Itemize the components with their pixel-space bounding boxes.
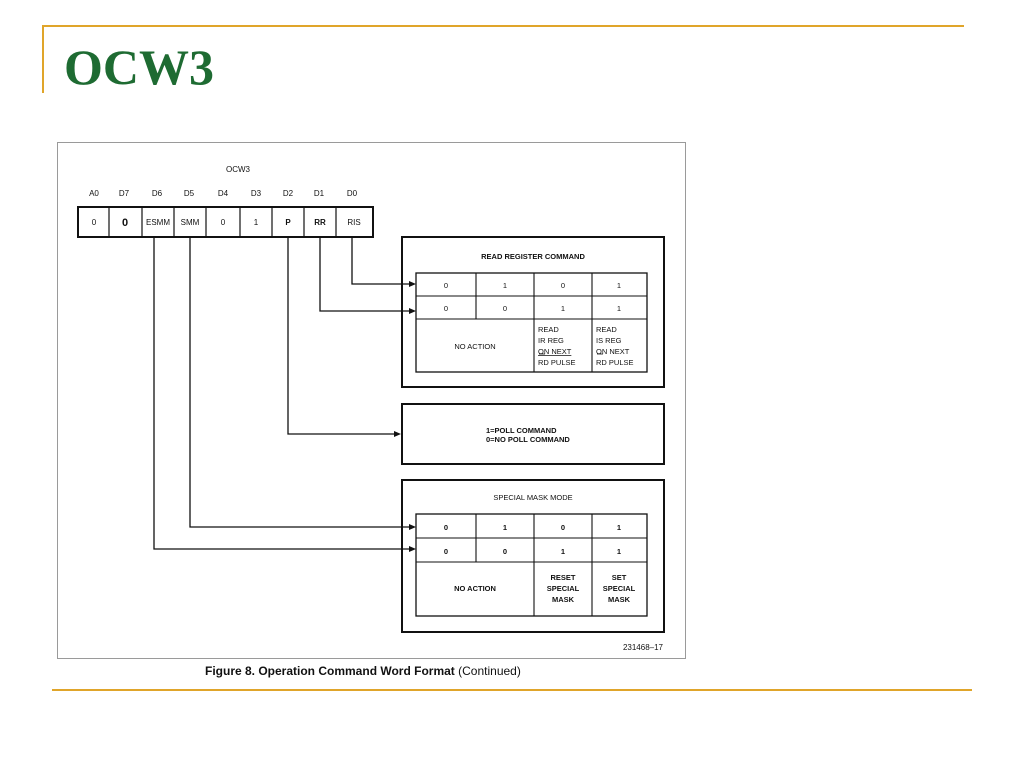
- bit-label-d1: D1: [314, 189, 325, 198]
- poll-box: [401, 403, 665, 465]
- special-mask-box: [401, 479, 665, 633]
- bit-value-d3: 1: [254, 218, 259, 227]
- read-register-title: READ REGISTER COMMAND: [481, 252, 585, 261]
- bit-label-d5: D5: [184, 189, 195, 198]
- caption-continued: (Continued): [454, 664, 521, 678]
- caption-bold: Figure 8. Operation Command Word Format: [205, 664, 455, 678]
- rr-row1-cell1: 0: [444, 281, 448, 290]
- rr-is-line4: RD PULSE: [596, 358, 634, 367]
- sm-no-action: NO ACTION: [454, 584, 496, 593]
- rr-ir-line4: RD PULSE: [538, 358, 576, 367]
- sm-row2-cell2: 0: [503, 547, 507, 556]
- bit-label-d4: D4: [218, 189, 229, 198]
- top-rule: [42, 25, 964, 27]
- rr-ir-line1: READ: [538, 325, 559, 334]
- rr-is-line3: ON NEXT: [596, 347, 630, 356]
- rr-row1-cell4: 1: [617, 281, 621, 290]
- bit-value-d0: RIS: [347, 218, 360, 227]
- rr-row1-cell2: 1: [503, 281, 507, 290]
- rr-row1-cell3: 0: [561, 281, 565, 290]
- bit-label-d6: D6: [152, 189, 163, 198]
- rr-ir-line3: ON NEXT: [538, 347, 572, 356]
- sm-row2-cell1: 0: [444, 547, 448, 556]
- bit-label-d2: D2: [283, 189, 294, 198]
- bottom-rule: [52, 689, 972, 691]
- bit-label-d0: D0: [347, 189, 358, 198]
- rr-is-line2: IS REG: [596, 336, 622, 345]
- sm-set-line3: MASK: [608, 595, 631, 604]
- poll-line2: 0=NO POLL COMMAND: [486, 435, 570, 444]
- figure-code: 231468–17: [623, 643, 664, 652]
- sm-row2-cell4: 1: [617, 547, 621, 556]
- sm-reset-line1: RESET: [550, 573, 575, 582]
- bit-value-a0: 0: [92, 218, 97, 227]
- rr-row2-cell3: 1: [561, 304, 565, 313]
- bit-value-d2: P: [285, 218, 291, 227]
- rr-row2-cell1: 0: [444, 304, 448, 313]
- slide-title: OCW3: [64, 39, 214, 95]
- bit-label-a0: A0: [89, 189, 99, 198]
- sm-set-line2: SPECIAL: [603, 584, 636, 593]
- rr-no-action: NO ACTION: [454, 342, 495, 351]
- sm-row2-cell3: 1: [561, 547, 565, 556]
- left-rule: [42, 25, 44, 93]
- sm-set-line1: SET: [612, 573, 627, 582]
- bit-value-d5: SMM: [181, 218, 200, 227]
- bit-value-d1: RR: [314, 218, 326, 227]
- special-mask-title: SPECIAL MASK MODE: [493, 493, 572, 502]
- connector-lines: [153, 237, 413, 550]
- rr-ir-line2: IR REG: [538, 336, 564, 345]
- rr-row2-cell2: 0: [503, 304, 507, 313]
- word-label: OCW3: [226, 165, 251, 174]
- figure-caption: Figure 8. Operation Command Word Format …: [205, 664, 521, 678]
- bit-value-d6: ESMM: [146, 218, 170, 227]
- sm-row1-cell4: 1: [617, 523, 621, 532]
- bit-label-d3: D3: [251, 189, 262, 198]
- ocw3-diagram: OCW3 A0 D7 D6 D5 D4 D3 D2 D1 D0 0 0 ESMM…: [77, 165, 665, 652]
- sm-row1-cell2: 1: [503, 523, 507, 532]
- sm-row1-cell3: 0: [561, 523, 565, 532]
- read-register-box: [401, 236, 665, 388]
- bit-value-d7: 0: [122, 217, 128, 229]
- bit-label-d7: D7: [119, 189, 130, 198]
- arrow-heads: [394, 281, 416, 552]
- sm-reset-line2: SPECIAL: [547, 584, 580, 593]
- rr-row2-cell4: 1: [617, 304, 621, 313]
- ocw3-figure: OCW3 A0 D7 D6 D5 D4 D3 D2 D1 D0 0 0 ESMM…: [57, 142, 686, 659]
- ocw3-register: [77, 206, 374, 238]
- sm-reset-line3: MASK: [552, 595, 575, 604]
- bit-value-d4: 0: [221, 218, 226, 227]
- poll-line1: 1=POLL COMMAND: [486, 426, 557, 435]
- rr-is-line1: READ: [596, 325, 617, 334]
- sm-row1-cell1: 0: [444, 523, 448, 532]
